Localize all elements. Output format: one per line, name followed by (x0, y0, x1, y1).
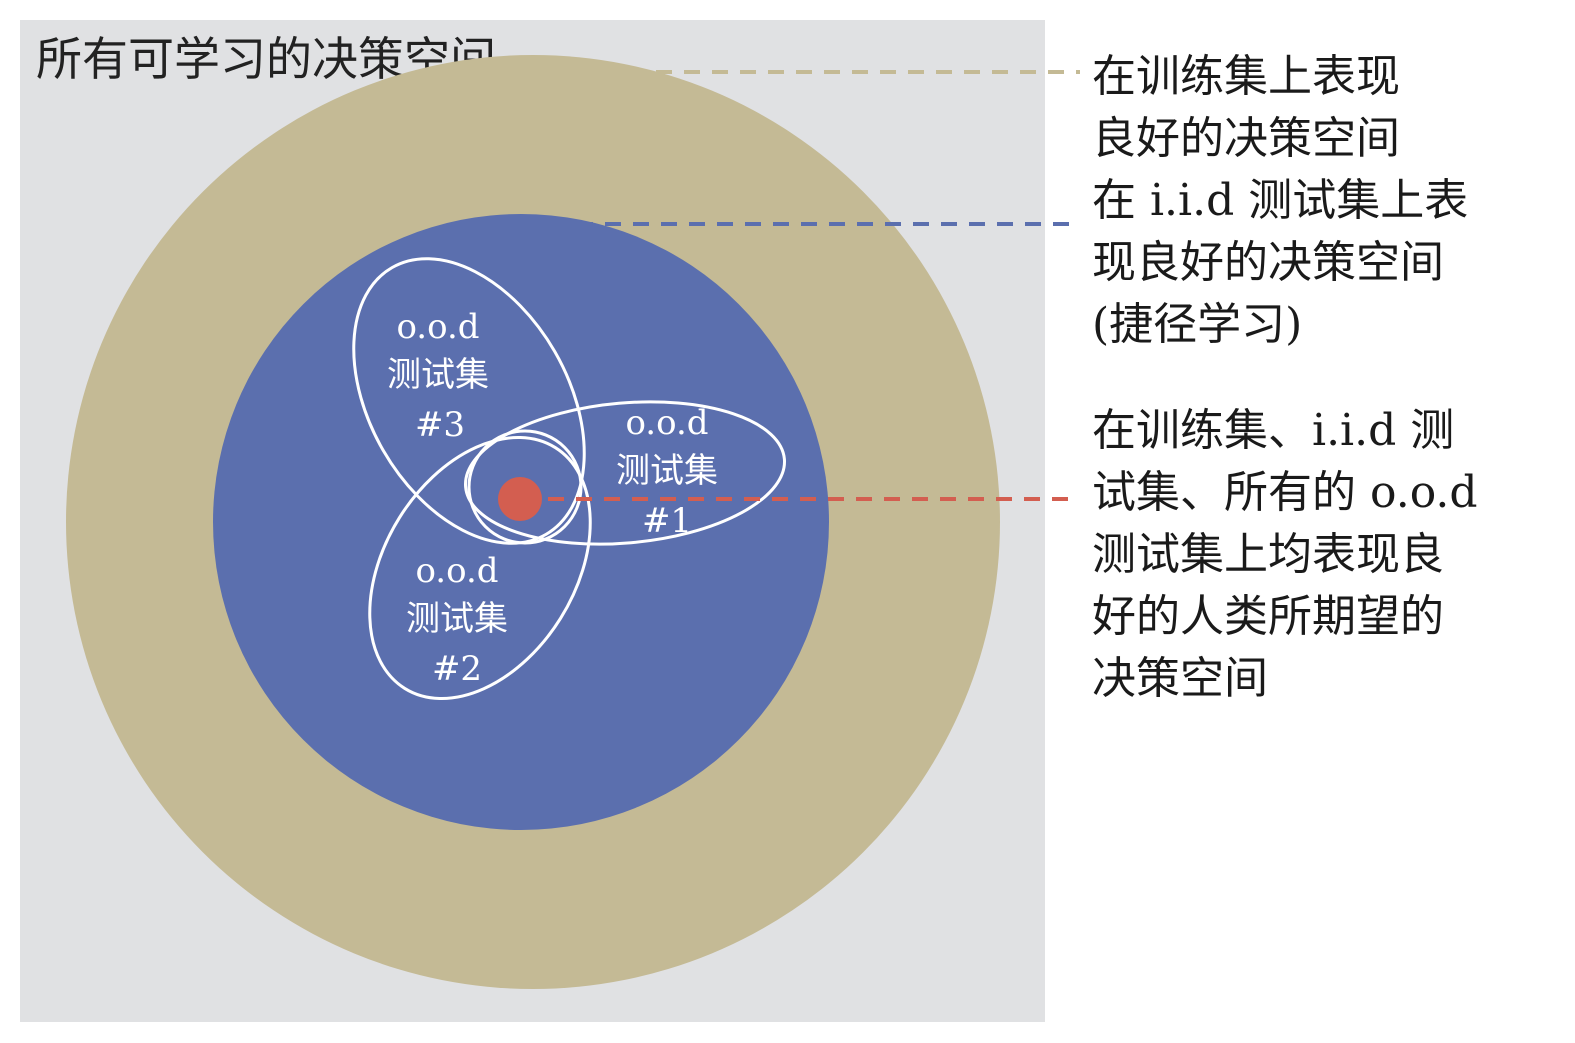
ood-set-1-ellipse (463, 400, 787, 546)
iid-space-circle (213, 214, 829, 830)
ood-set-2-label-line3: #2 (432, 649, 482, 689)
ood-set-2-label-line1: o.o.d (415, 551, 498, 591)
ood-set-3-label-line3: #3 (415, 405, 465, 445)
ood-set-3-label-line1: o.o.d (396, 307, 479, 347)
train-space-label: 在训练集上表现 良好的决策空间 (1092, 51, 1400, 164)
ood-intersection-circle (467, 429, 583, 545)
ood-set-3-label-line2: 测试集 (387, 355, 489, 395)
ood-set-2-ellipse (368, 435, 592, 701)
ood-set-3-ellipse (352, 257, 586, 545)
desired-space-label: 在训练集、i.i.d 测 试集、所有的 o.o.d 测试集上均表现良 好的人类所… (1092, 405, 1478, 704)
ood-set-1-label-line1: o.o.d (625, 403, 708, 443)
iid-space-label: 在 i.i.d 测试集上表 现良好的决策空间 (捷径学习) (1092, 175, 1469, 350)
ood-set-1-label-line2: 测试集 (616, 451, 718, 491)
ood-set-2-label-line2: 测试集 (406, 599, 508, 639)
ood-set-1-label-line3: #1 (642, 501, 692, 541)
